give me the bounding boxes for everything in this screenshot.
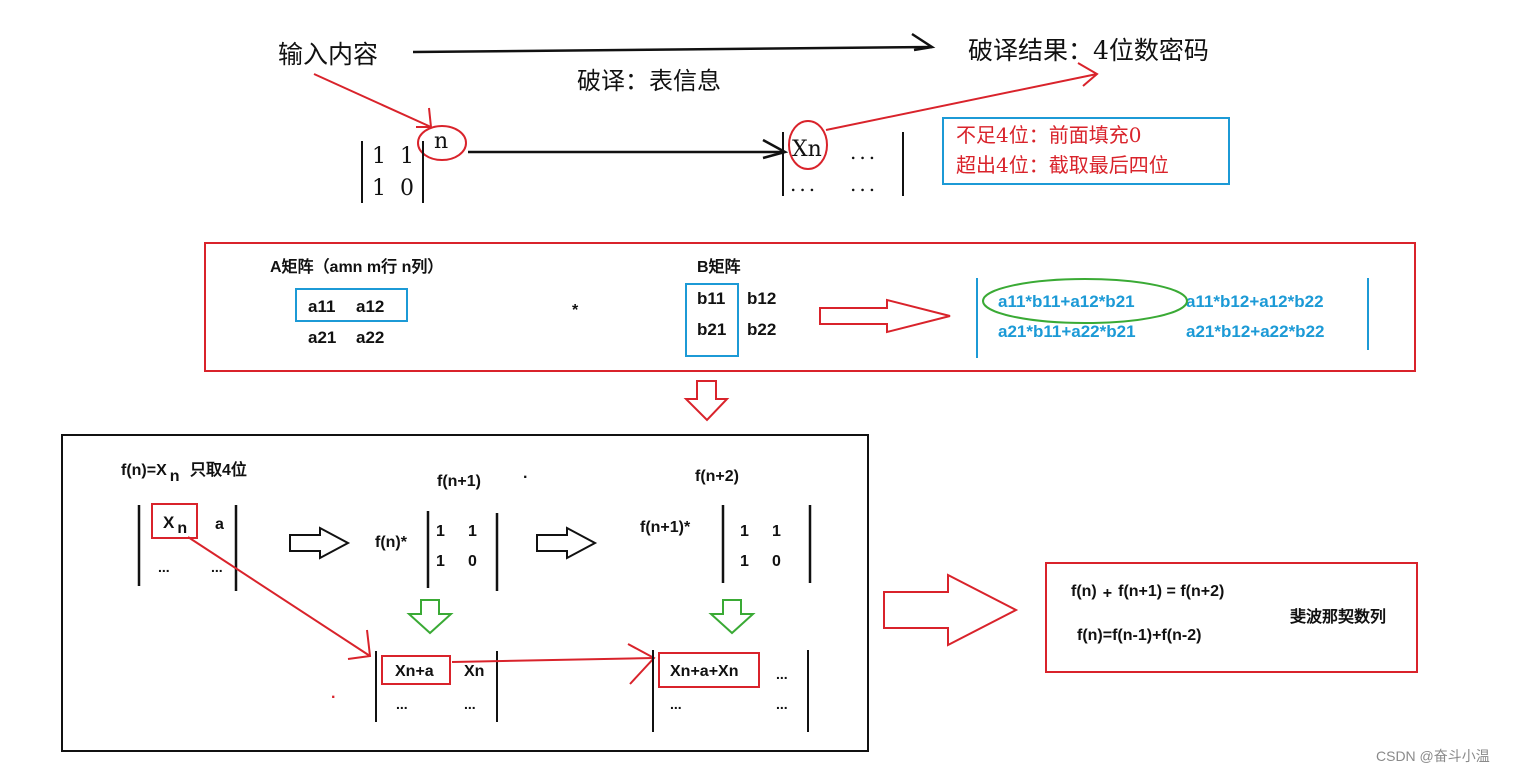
matrix-exponent: n xyxy=(434,129,449,154)
fn-star: f(n)* xyxy=(375,534,407,551)
eq2: f(n)=f(n-1)+f(n-2) xyxy=(1077,627,1202,644)
times-sign: * xyxy=(572,302,579,319)
m2-r2c1: ... xyxy=(396,696,408,712)
b-matrix-title: B矩阵 xyxy=(697,259,741,276)
m1-a: a xyxy=(215,516,224,533)
m2-r2c2: ... xyxy=(464,696,476,712)
matrix-b-r1c2: ... xyxy=(850,140,879,164)
xn-highlight xyxy=(151,503,198,539)
a-row1-highlight xyxy=(295,288,408,322)
q1-r2c1: 1 xyxy=(436,553,445,570)
m3-r1c1: Xn+a+Xn xyxy=(670,663,739,680)
q2-r1c2: 1 xyxy=(772,523,781,540)
eq1: f(n)+f(n+1) = f(n+2) xyxy=(1071,583,1225,602)
decode-label: 破译：表信息 xyxy=(577,67,721,95)
b21: b21 xyxy=(697,320,727,339)
result-r12: a11*b12+a12*b22 xyxy=(1186,292,1324,311)
a12: a12 xyxy=(356,297,385,316)
note-line2: 超出4位：截取最后四位 xyxy=(956,153,1169,177)
result-label: 破译结果：4位数密码 xyxy=(968,36,1209,65)
matrix-a-r1c1: 1 xyxy=(372,144,386,169)
result-r22: a21*b12+a22*b22 xyxy=(1186,322,1325,341)
watermark: CSDN @奋斗小温 xyxy=(1376,748,1490,764)
q1-r2c2: 0 xyxy=(468,553,477,570)
recurrence-frame xyxy=(61,434,869,752)
matrix-b-r2c2: ... xyxy=(850,172,879,196)
note-line1: 不足4位：前面填充0 xyxy=(956,123,1142,147)
a22: a22 xyxy=(356,328,385,347)
q2-r1c1: 1 xyxy=(740,523,749,540)
b-col1-highlight xyxy=(685,283,739,357)
matrix-b-r2c1: ... xyxy=(790,172,819,196)
fn1-dot: · xyxy=(523,469,529,486)
matrix-b-r1c1: Xn xyxy=(792,137,822,162)
fn2-title: f(n+2) xyxy=(695,468,739,485)
note-box: 不足4位：前面填充0 超出4位：截取最后四位 xyxy=(942,117,1230,185)
result-r21: a21*b11+a22*b21 xyxy=(998,322,1136,341)
b22: b22 xyxy=(747,320,777,339)
a21: a21 xyxy=(308,328,337,347)
stray-dot: · xyxy=(331,689,337,706)
q2-r2c2: 0 xyxy=(772,553,781,570)
m1-dots1: ... xyxy=(158,559,170,575)
a-matrix-title: A矩阵（amn m行 n列） xyxy=(270,259,444,276)
matrix-a-r2c2: 0 xyxy=(400,176,414,201)
q1-r1c2: 1 xyxy=(468,523,477,540)
m3-r2c2: ... xyxy=(776,696,788,712)
b11: b11 xyxy=(697,289,726,308)
m3-r1c2: ... xyxy=(776,666,788,682)
top-long-arrow xyxy=(412,32,936,54)
result-r11: a11*b11+a12*b21 xyxy=(998,292,1135,311)
m3-highlight xyxy=(658,652,760,688)
hollow-red-arrow-down xyxy=(683,380,730,422)
fn1-title: f(n+1) xyxy=(437,473,481,490)
q2-r2c1: 1 xyxy=(740,553,749,570)
input-to-n-arrow xyxy=(313,73,433,128)
matrix-arrow xyxy=(468,138,789,160)
m2-highlight xyxy=(381,655,451,685)
fn1-star: f(n+1)* xyxy=(640,519,691,536)
q1-r1c1: 1 xyxy=(436,523,445,540)
input-label: 输入内容 xyxy=(278,40,379,69)
matrix-multiply-frame xyxy=(204,242,1416,372)
fibonacci-box: f(n)+f(n+1) = f(n+2) f(n)=f(n-1)+f(n-2) … xyxy=(1045,562,1418,673)
m2-r1c1: Xn+a xyxy=(395,663,434,680)
m1-dots2: ... xyxy=(211,559,223,575)
hollow-red-arrow-big xyxy=(883,573,1019,647)
matrix-a-r1c2: 1 xyxy=(400,144,414,169)
b12: b12 xyxy=(747,289,777,308)
m2-r1c2: Xn xyxy=(464,663,485,680)
a11: a11 xyxy=(308,297,336,316)
matrix-a-r2c1: 1 xyxy=(372,176,386,201)
m3-r2c1: ... xyxy=(670,696,682,712)
fib-label: 斐波那契数列 xyxy=(1290,609,1387,626)
